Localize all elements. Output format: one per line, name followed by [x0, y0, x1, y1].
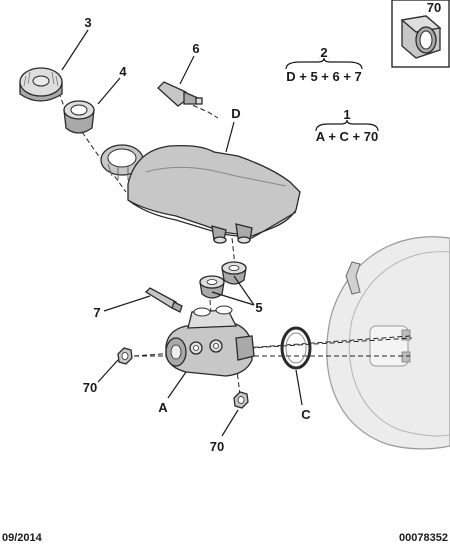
callout-5: 5: [255, 300, 262, 315]
formula-2-brace: [285, 57, 363, 70]
callout-A: A: [158, 400, 168, 415]
callout-7: 7: [93, 305, 100, 320]
level-sensor: [157, 81, 203, 107]
inset-nut-box: 70: [391, 0, 450, 68]
formula-2: 2 D + 5 + 6 + 7: [285, 45, 363, 84]
callout-D: D: [231, 106, 240, 121]
grommets: [199, 261, 247, 299]
formula-1: 1 A + C + 70: [315, 107, 379, 144]
callout-3: 3: [84, 15, 91, 30]
o-ring-seal: [280, 326, 312, 370]
nut-left: [117, 347, 133, 365]
filter-seal: [63, 100, 95, 134]
callout-70-bottom: 70: [210, 439, 224, 454]
master-cylinder: [165, 305, 255, 377]
formula-1-number: 1: [343, 107, 350, 122]
pressure-pin: [144, 287, 183, 313]
formula-2-number: 2: [320, 45, 327, 60]
brake-servo: [326, 236, 450, 450]
fluid-reservoir: [127, 144, 301, 244]
nut-icon: [400, 15, 442, 59]
callout-70-left: 70: [83, 380, 97, 395]
inset-label: 70: [427, 0, 441, 15]
nut-bottom: [233, 391, 249, 409]
footer-date: 09/2014: [2, 532, 43, 544]
callout-4: 4: [119, 64, 127, 79]
callout-6: 6: [192, 41, 199, 56]
formula-1-expression: A + C + 70: [316, 129, 378, 144]
formula-2-expression: D + 5 + 6 + 7: [286, 69, 362, 84]
leader-lines: [61, 29, 303, 437]
reservoir-cap: [19, 67, 63, 102]
footer-code: 00078352: [399, 532, 448, 544]
formula-1-brace: [315, 119, 379, 132]
callout-C: C: [301, 407, 311, 422]
